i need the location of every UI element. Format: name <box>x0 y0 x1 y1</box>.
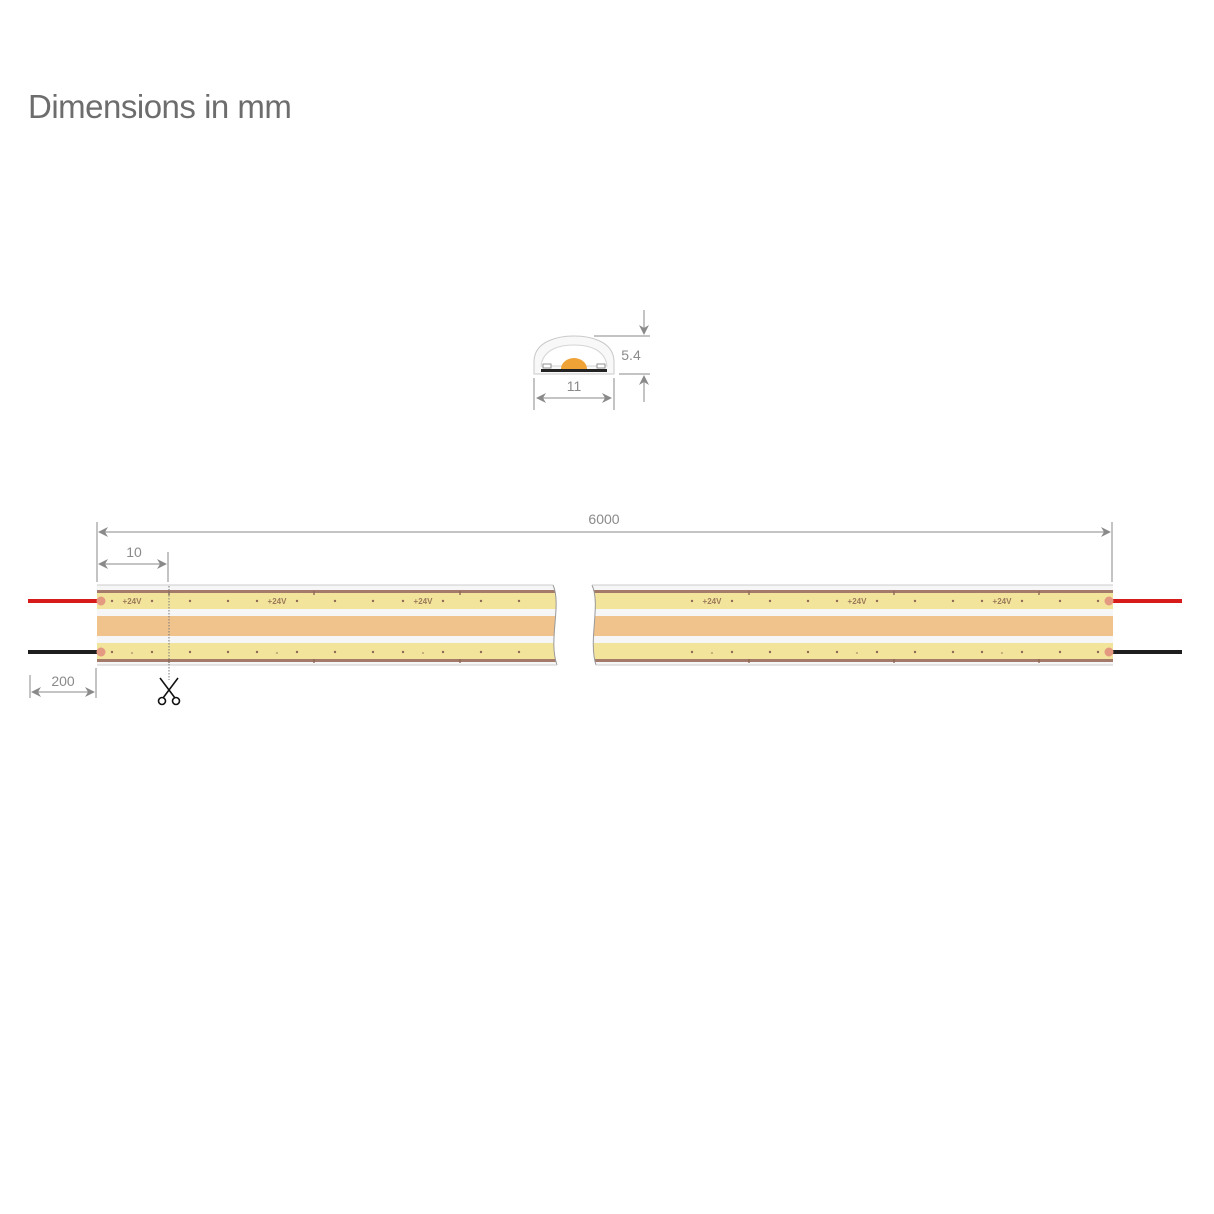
led-dot <box>1096 650 1100 654</box>
led-dot <box>401 650 405 654</box>
cut-mark <box>313 591 315 595</box>
negative-label: - <box>711 648 714 657</box>
led-dot <box>875 650 879 654</box>
led-dot <box>226 650 230 654</box>
led-dot <box>479 599 483 603</box>
solder-pad <box>1104 596 1114 606</box>
led-dot <box>110 650 114 654</box>
positive-label: +24V <box>123 597 143 606</box>
led-dot <box>951 599 955 603</box>
width-dimension-label: 11 <box>567 378 582 394</box>
cut-mark <box>459 591 461 595</box>
negative-label: - <box>856 648 859 657</box>
led-dot <box>371 599 375 603</box>
led-dot <box>479 650 483 654</box>
led-dot <box>690 650 694 654</box>
led-dot <box>806 599 810 603</box>
cut-mark <box>748 659 750 663</box>
scissors-icon <box>157 677 181 706</box>
led-dot <box>333 599 337 603</box>
cut-mark <box>748 591 750 595</box>
led-dot <box>1020 650 1024 654</box>
cable-length-label: 200 <box>51 673 75 689</box>
led-dot <box>875 599 879 603</box>
led-dot <box>730 599 734 603</box>
cut-mark <box>313 659 315 663</box>
negative-label: - <box>276 648 279 657</box>
led-dot <box>150 650 154 654</box>
led-strip-right-section <box>592 585 1113 665</box>
led-dot <box>1020 599 1024 603</box>
negative-label: - <box>131 648 134 657</box>
led-dot <box>333 650 337 654</box>
positive-label: +24V <box>703 597 723 606</box>
cut-mark <box>1038 659 1040 663</box>
led-dot <box>690 599 694 603</box>
led-dot <box>295 650 299 654</box>
total-length-label: 6000 <box>588 511 619 527</box>
led-dot <box>768 599 772 603</box>
led-dot <box>980 599 984 603</box>
cut-mark <box>893 591 895 595</box>
solder-pad <box>96 647 106 657</box>
led-dot <box>951 650 955 654</box>
led-dot <box>768 650 772 654</box>
led-dot <box>1058 650 1062 654</box>
led-dot <box>441 599 445 603</box>
cut-mark <box>1038 591 1040 595</box>
led-dot <box>806 650 810 654</box>
cut-mark <box>459 659 461 663</box>
positive-label: +24V <box>848 597 868 606</box>
positive-label: +24V <box>268 597 288 606</box>
led-dot <box>1058 599 1062 603</box>
led-dot <box>913 650 917 654</box>
led-dot <box>1096 599 1100 603</box>
solder-pad <box>1104 647 1114 657</box>
led-dot <box>255 599 259 603</box>
led-dot <box>255 650 259 654</box>
led-dot <box>188 599 192 603</box>
led-dot <box>835 599 839 603</box>
height-dimension-label: 5.4 <box>621 347 641 363</box>
led-dot <box>441 650 445 654</box>
led-strip-left-section <box>97 585 557 665</box>
led-dot <box>150 599 154 603</box>
cut-interval-label: 10 <box>126 544 142 560</box>
led-dot <box>517 650 521 654</box>
led-dot <box>110 599 114 603</box>
negative-label: - <box>1001 648 1004 657</box>
led-dot <box>401 599 405 603</box>
led-dot <box>517 599 521 603</box>
positive-label: +24V <box>414 597 434 606</box>
led-chip-icon <box>561 358 587 369</box>
led-dot <box>371 650 375 654</box>
positive-label: +24V <box>993 597 1013 606</box>
led-dot <box>295 599 299 603</box>
led-dot <box>913 599 917 603</box>
negative-label: - <box>422 648 425 657</box>
led-dot <box>226 599 230 603</box>
page-title: Dimensions in mm <box>28 88 292 125</box>
cut-mark <box>893 659 895 663</box>
led-dot <box>835 650 839 654</box>
cross-section-profile <box>533 335 615 375</box>
led-dot <box>730 650 734 654</box>
led-dot <box>980 650 984 654</box>
led-dot <box>188 650 192 654</box>
solder-pad <box>96 596 106 606</box>
